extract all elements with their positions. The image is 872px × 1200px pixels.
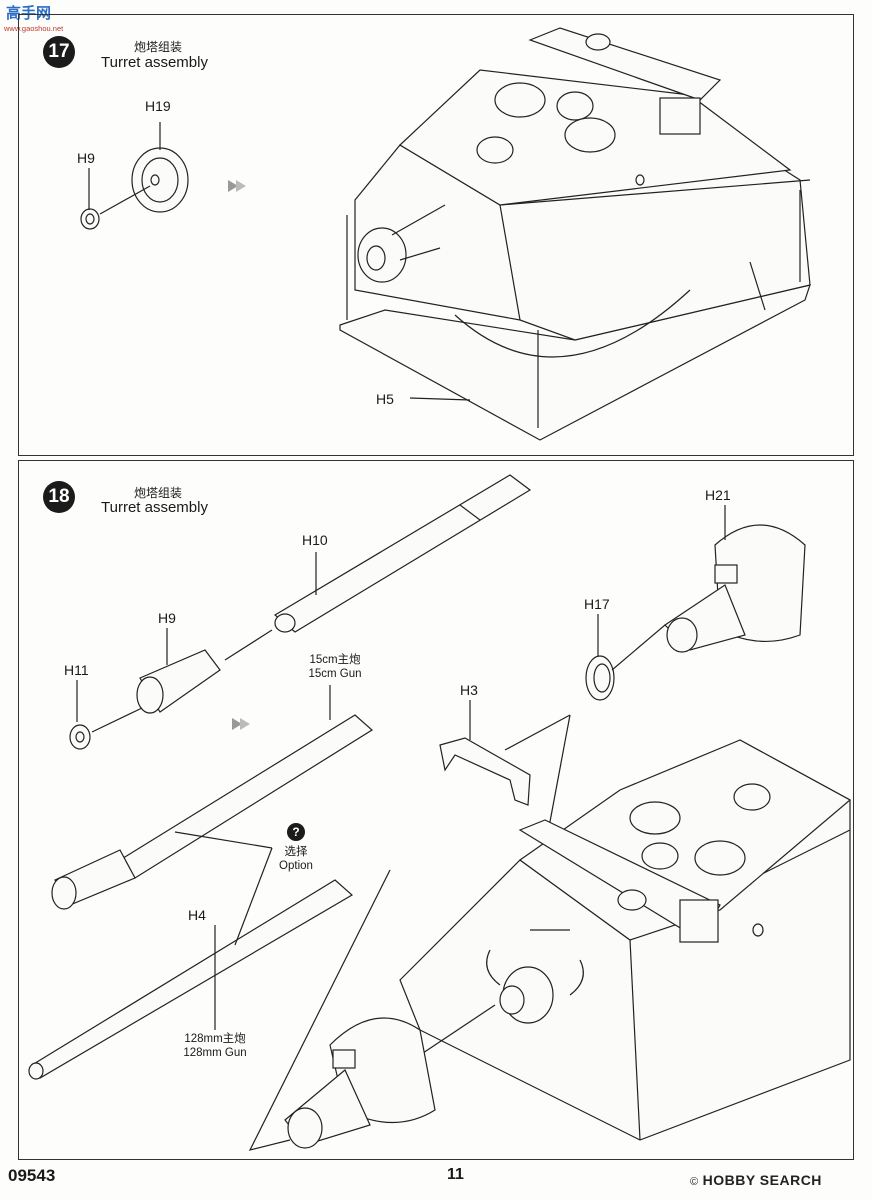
brand-name: HOBBY SEARCH xyxy=(702,1172,822,1188)
step-18-number: 18 xyxy=(43,481,75,513)
page-number: 11 xyxy=(447,1166,464,1183)
label-h11: H11 xyxy=(64,662,89,678)
label-h9-18: H9 xyxy=(158,610,176,626)
label-h9-17: H9 xyxy=(77,150,95,166)
watermark-logo: 高手网 xyxy=(6,4,52,22)
gun-15cm-label-en: 15cm Gun xyxy=(308,668,362,680)
h9-muzzle-brake xyxy=(136,629,273,714)
label-h5: H5 xyxy=(376,391,394,407)
label-h10: H10 xyxy=(302,532,328,548)
step-17-title-en: Turret assembly xyxy=(101,54,208,71)
h19-disc xyxy=(131,147,189,213)
h10-barrel xyxy=(273,474,532,633)
step-18-title-en: Turret assembly xyxy=(101,499,208,516)
gun-128mm xyxy=(28,879,354,1080)
option-label-cn: 选择 xyxy=(284,846,308,858)
hobby-search-watermark: ©HOBBY SEARCH xyxy=(690,1172,822,1188)
product-code: 09543 xyxy=(8,1166,56,1185)
gun-15cm xyxy=(51,714,374,910)
copyright-mark: © xyxy=(690,1176,699,1188)
h21-mantlet xyxy=(664,524,806,653)
inset-mantlet xyxy=(284,1017,436,1149)
option-label-en: Option xyxy=(279,860,313,872)
direction-arrow-18 xyxy=(232,718,250,730)
gun-128mm-label-en: 128mm Gun xyxy=(183,1047,247,1059)
gun-128mm-label-cn: 128mm主炮 xyxy=(184,1033,246,1045)
step-18-panel xyxy=(18,460,854,1160)
h9-small-part xyxy=(80,208,100,230)
label-h4: H4 xyxy=(188,907,206,923)
step-18-title-cn: 炮塔组装 xyxy=(134,486,183,500)
label-h19: H19 xyxy=(145,98,171,114)
option-question-icon: ? xyxy=(287,823,305,841)
turret-17 xyxy=(339,27,811,441)
h3-bracket xyxy=(439,737,531,806)
label-h21: H21 xyxy=(705,487,731,503)
h17-ring xyxy=(585,655,615,701)
label-h3: H3 xyxy=(460,682,478,698)
watermark-url: www.gaoshou.net xyxy=(4,24,64,33)
step-17-title-cn: 炮塔组装 xyxy=(134,40,183,54)
step-17-number: 17 xyxy=(43,36,75,68)
h11-ring xyxy=(69,724,91,750)
direction-arrow-17 xyxy=(228,180,246,192)
label-h17: H17 xyxy=(584,596,610,612)
gun-15cm-label-cn: 15cm主炮 xyxy=(309,654,361,666)
turret-18 xyxy=(399,739,852,1141)
step-17-panel xyxy=(18,14,854,456)
